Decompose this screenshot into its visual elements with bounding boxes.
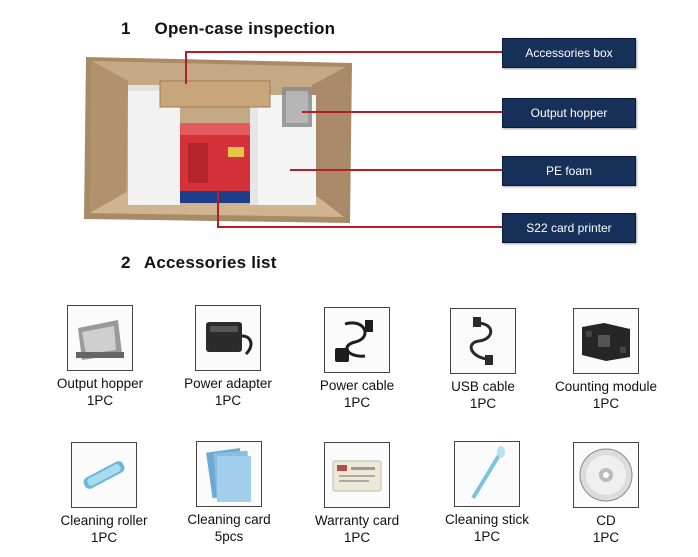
- section-2-heading: 2 Accessories list: [121, 253, 277, 273]
- accessory-cleaning-stick: Cleaning stick 1PC: [428, 441, 546, 544]
- open-case-photo: [78, 51, 358, 246]
- counting-module-icon: [573, 308, 639, 374]
- accessory-output-hopper: Output hopper 1PC: [41, 305, 159, 408]
- accessory-qty: 1PC: [343, 395, 371, 410]
- callout-accessories-box: Accessories box: [502, 38, 636, 68]
- callout-output-hopper: Output hopper: [502, 98, 636, 128]
- accessory-name: Cleaning stick: [444, 512, 530, 527]
- callout-pe-foam: PE foam: [502, 156, 636, 186]
- open-case-illustration: [84, 57, 352, 223]
- accessory-qty: 1PC: [473, 529, 501, 544]
- accessory-name: Power adapter: [184, 376, 272, 391]
- output-hopper-icon: [67, 305, 133, 371]
- section-2-title: Accessories list: [143, 253, 277, 272]
- section-2-number: 2: [121, 253, 131, 272]
- section-1-title: Open-case inspection: [154, 19, 336, 38]
- leader-s22-printer: [217, 190, 502, 228]
- accessory-cleaning-roller: Cleaning roller 1PC: [45, 442, 163, 545]
- usb-cable-icon: [450, 308, 516, 374]
- accessory-power-cable: Power cable 1PC: [298, 307, 416, 410]
- accessory-name: Output hopper: [56, 376, 144, 391]
- accessory-name: USB cable: [451, 379, 515, 394]
- accessory-power-adapter: Power adapter 1PC: [169, 305, 287, 408]
- accessory-name: Counting module: [554, 379, 658, 394]
- accessory-cleaning-card: Cleaning card 5pcs: [170, 441, 288, 544]
- power-cable-icon: [324, 307, 390, 373]
- cleaning-stick-icon: [454, 441, 520, 507]
- callout-s22-card-printer: S22 card printer: [502, 213, 636, 243]
- accessory-qty: 1PC: [592, 530, 620, 545]
- cleaning-card-icon: [196, 441, 262, 507]
- warranty-card-icon: [324, 442, 390, 508]
- accessory-qty: 1PC: [214, 393, 242, 408]
- accessory-qty: 5pcs: [214, 529, 244, 544]
- section-1-number: 1: [121, 19, 131, 38]
- accessory-name: CD: [596, 513, 616, 528]
- accessory-qty: 1PC: [469, 396, 497, 411]
- cleaning-roller-icon: [71, 442, 137, 508]
- accessory-counting-module: Counting module 1PC: [545, 308, 667, 411]
- accessory-name: Power cable: [319, 378, 395, 393]
- accessory-name: Cleaning roller: [60, 513, 148, 528]
- accessory-name: Warranty card: [314, 513, 400, 528]
- leader-accessories-box: [185, 51, 502, 84]
- accessory-qty: 1PC: [592, 396, 620, 411]
- accessory-cd: CD 1PC: [545, 442, 667, 545]
- accessory-qty: 1PC: [343, 530, 371, 545]
- section-1-heading: 1 Open-case inspection: [121, 19, 335, 39]
- accessory-usb-cable: USB cable 1PC: [424, 308, 542, 411]
- accessory-warranty-card: Warranty card 1PC: [298, 442, 416, 545]
- cd-icon: [573, 442, 639, 508]
- accessory-qty: 1PC: [86, 393, 114, 408]
- accessory-qty: 1PC: [90, 530, 118, 545]
- accessory-name: Cleaning card: [187, 512, 271, 527]
- power-adapter-icon: [195, 305, 261, 371]
